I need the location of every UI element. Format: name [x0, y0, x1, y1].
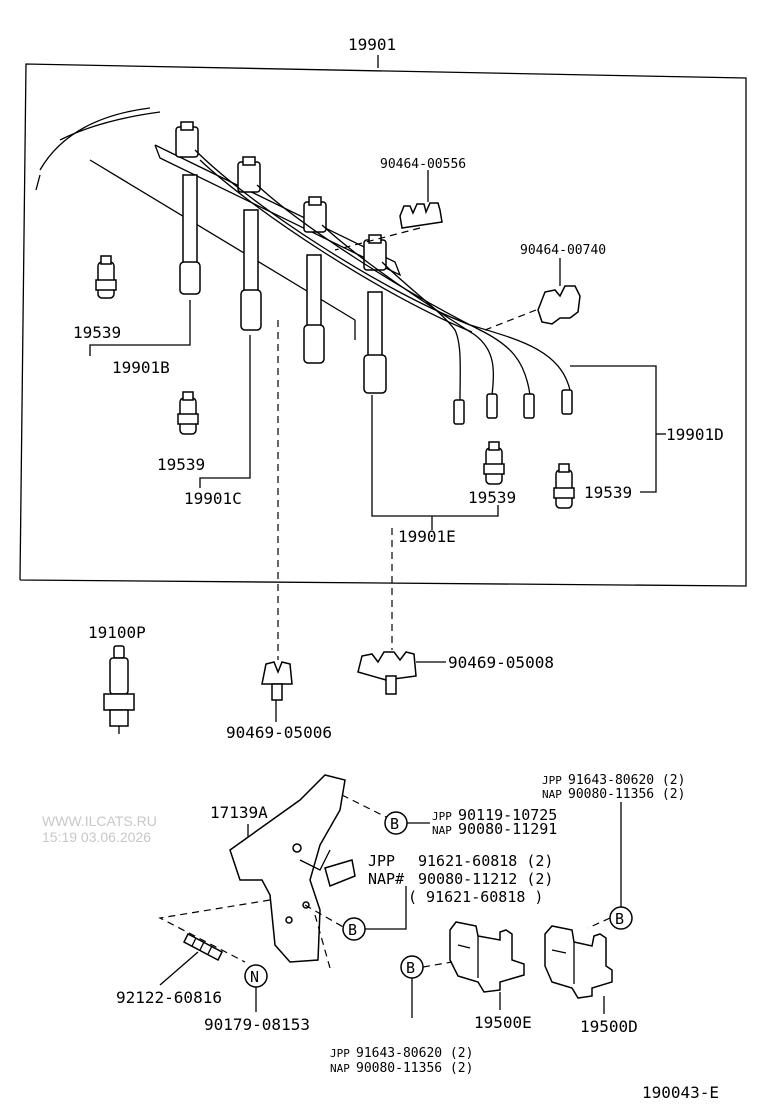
- watermark-site: WWW.ILCATS.RU: [42, 813, 157, 829]
- bolt-coil-e-jpp-num: 91643-80620 (2): [356, 1046, 473, 1061]
- cap-1-label: 19539: [73, 323, 121, 342]
- bolt-top-jpp-num: 90119-10725: [458, 806, 557, 824]
- bolt-coil-d-jpp-tag: JPP: [542, 774, 562, 787]
- bracket-17139A: [229, 774, 356, 963]
- bolt-mid-alt: ( 91621-60818 ): [408, 888, 543, 906]
- clamp-c-label: 90469-05008: [448, 653, 554, 672]
- plug-boot-2: [237, 156, 261, 193]
- cap-19539-4: [553, 463, 575, 509]
- cable-2: [256, 184, 531, 396]
- clamp-90464-00556: [399, 202, 443, 229]
- cord-c-leader: [199, 335, 251, 488]
- nut-label: 90179-08153: [204, 1015, 310, 1034]
- plug-boot-3: [303, 196, 327, 233]
- clamp-a-dash: [334, 227, 421, 251]
- cap-19539-3: [483, 441, 505, 485]
- engine-outline-arc-2: [59, 111, 161, 141]
- bolt-coil-e-jpp-tag: JPP: [330, 1047, 350, 1060]
- stud-dash: [158, 899, 271, 963]
- callout-b-mid-text: B: [348, 921, 357, 939]
- cord-b-label: 19901B: [112, 358, 170, 377]
- plug-wire-mid: [303, 254, 325, 364]
- spark-plug-19100P: [103, 645, 135, 734]
- cable-terminal-4: [561, 389, 573, 415]
- bolt-coil-d-jpp-num: 91643-80620 (2): [568, 773, 685, 788]
- coil-e-label: 19500E: [474, 1013, 532, 1032]
- plug-boot-4: [363, 234, 387, 271]
- cord-d-label: 19901D: [666, 425, 724, 444]
- stud-leader: [159, 951, 199, 986]
- bracket-side-dash: [314, 914, 331, 969]
- callout-n-text: N: [250, 968, 259, 986]
- stud-label: 92122-60816: [116, 988, 222, 1007]
- bolt-mid-jpp-num: 91621-60818 (2): [418, 852, 553, 870]
- bracket-b-top-dash: [341, 794, 389, 819]
- cable-terminal-3: [523, 393, 535, 419]
- bolt-top-jpp-tag: JPP: [432, 810, 452, 823]
- cable-1b: [199, 159, 473, 333]
- cap-19539-2: [177, 391, 199, 435]
- bolt-coil-d-nap-tag: NAP: [542, 788, 562, 801]
- cable-1: [194, 149, 571, 391]
- spark-plug-label: 19100P: [88, 623, 146, 642]
- clamp-b-dash: [479, 309, 537, 333]
- coil-d-label: 19500D: [580, 1017, 638, 1036]
- bolt-coil-e-nap-tag: NAP: [330, 1062, 350, 1075]
- cord-c-label: 19901C: [184, 489, 242, 508]
- plug-boot-1: [175, 121, 199, 158]
- assembly-label: 19901: [348, 35, 396, 54]
- callout-b-coil-d-dash: [587, 917, 611, 929]
- callout-b-coil-e-dash: [422, 961, 453, 968]
- callout-b-coil-d-text: B: [615, 910, 624, 928]
- bracket-b-mid-dash: [304, 904, 346, 929]
- cable-3: [321, 224, 495, 396]
- clamp-d-label: 90469-05006: [226, 723, 332, 742]
- clamp-b-label: 90464-00740: [520, 243, 606, 258]
- bracket-label: 17139A: [210, 803, 268, 822]
- plug-wire-c: [240, 209, 262, 331]
- plug-wire-b: [179, 174, 201, 295]
- callout-b-top-text: B: [390, 815, 399, 833]
- page-code: 190043-E: [642, 1083, 719, 1102]
- callout-b-mid-leader: [365, 886, 407, 930]
- cable-4: [381, 261, 461, 401]
- clamp-90469-05008: [357, 651, 417, 695]
- bolt-mid-jpp-tag: JPP: [368, 852, 395, 870]
- bolt-mid-nap-num: 90080-11212 (2): [418, 870, 553, 888]
- bolt-mid-nap-tag: NAP#: [368, 870, 404, 888]
- cap-4-label: 19539: [584, 483, 632, 502]
- cord-e-leader: [371, 395, 499, 517]
- clamp-90464-00740: [537, 285, 581, 325]
- cord-e-label: 19901E: [398, 527, 456, 546]
- cable-terminal-2: [486, 393, 498, 419]
- engine-outline-arc: [39, 107, 151, 171]
- cap-3-label: 19539: [468, 488, 516, 507]
- watermark-timestamp: 15:19 03.06.2026: [42, 829, 151, 845]
- cap-2-label: 19539: [157, 455, 205, 474]
- cord-d-leader: [570, 365, 657, 493]
- bolt-top-nap-tag: NAP: [432, 824, 452, 837]
- clamp-90469-05006: [261, 661, 293, 701]
- plug-wire-e: [363, 291, 387, 394]
- coil-19500E: [449, 921, 525, 993]
- cap-19539-1: [95, 255, 117, 299]
- engine-outline-edge: [35, 174, 41, 191]
- cable-terminal-1: [453, 399, 465, 425]
- assembly-frame: [19, 63, 747, 587]
- stud-92122-60816: [183, 932, 223, 962]
- bolt-top-nap-num: 90080-11291: [458, 820, 557, 838]
- coil-19500D: [544, 925, 613, 999]
- clamp-a-label: 90464-00556: [380, 157, 466, 172]
- callout-b-coil-e-text: B: [406, 959, 415, 977]
- cord-b-leader: [89, 300, 191, 356]
- bolt-coil-e-nap-num: 90080-11356 (2): [356, 1061, 473, 1076]
- bolt-coil-d-nap-num: 90080-11356 (2): [568, 787, 685, 802]
